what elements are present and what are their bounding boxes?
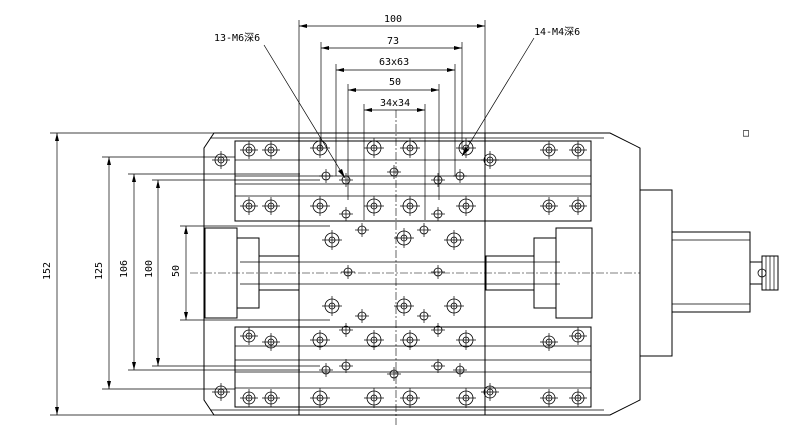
horizontal-dimensions: 100 73 63x63 50 34x34: [298, 14, 486, 220]
dim-width-50: 50: [389, 77, 401, 88]
dim-height-100: 100: [144, 260, 155, 278]
base-outline: [203, 132, 641, 416]
note-m4-holes: 14-M4深6: [534, 26, 580, 38]
moving-table: [298, 132, 486, 416]
dim-height-50: 50: [171, 265, 182, 277]
motor: [639, 189, 779, 357]
corner-marker: □: [743, 128, 749, 139]
upper-guide-rail: [234, 140, 592, 222]
vertical-dimensions: 152 125 106 100 50: [42, 132, 330, 416]
table-holes: [310, 138, 476, 408]
dim-height-125: 125: [94, 262, 105, 280]
rail-holes: [212, 141, 587, 407]
hole-callouts: 13-M6深6 14-M4深6: [214, 26, 580, 179]
dim-width-63x63: 63x63: [379, 57, 409, 68]
dim-width-100: 100: [384, 14, 402, 25]
dim-height-106: 106: [119, 260, 130, 278]
center-lines: [190, 110, 640, 425]
dim-height-152: 152: [42, 262, 53, 280]
dim-width-34x34: 34x34: [380, 98, 410, 109]
note-m6-holes: 13-M6深6: [214, 32, 260, 44]
dim-width-73: 73: [387, 36, 399, 47]
